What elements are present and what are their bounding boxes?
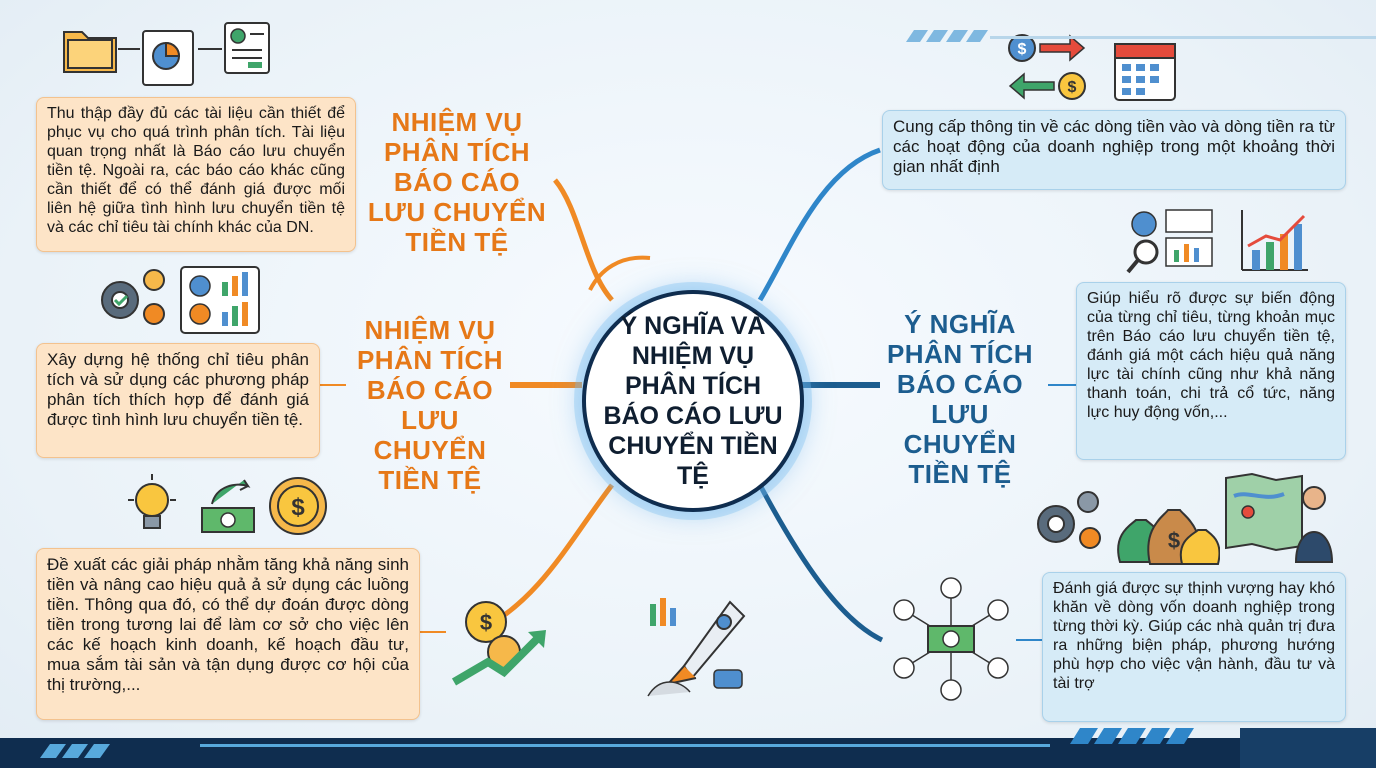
document-icon [224, 22, 270, 74]
left-mid-box: Xây dựng hệ thống chỉ tiêu phân tích và … [36, 343, 320, 458]
left-bottom-box: Đề xuất các giải pháp nhằm tăng khả năng… [36, 548, 420, 720]
left-top-label: NHIỆM VỤ PHÂN TÍCH BÁO CÁO LƯU CHUYỂN TI… [367, 107, 547, 257]
central-topic-title: Ý NGHĨA VÀ NHIỆM VỤ PHÂN TÍCH BÁO CÁO LƯ… [603, 312, 783, 490]
connector-line [118, 48, 222, 50]
presenter-map-icon [1225, 472, 1334, 563]
folder-icon [63, 31, 117, 73]
cash-flow-arrows-icon: $ $ [1008, 34, 1086, 100]
footer-right-block [1240, 728, 1376, 768]
money-transfer-icon [201, 479, 255, 533]
dashboard-icon [180, 266, 260, 334]
footer-stripes-right [1070, 728, 1194, 744]
analytics-icon [1126, 209, 1213, 274]
money-bags-icon: $ [1117, 509, 1220, 565]
right-bottom-box: Đánh giá được sự thịnh vượng hay khó khă… [1042, 572, 1346, 722]
svg-text:$: $ [1068, 79, 1077, 96]
svg-text:$: $ [480, 610, 492, 635]
svg-text:$: $ [1018, 41, 1027, 58]
footer-stripes-left [40, 744, 110, 758]
gear-icon [101, 269, 165, 325]
money-network-icon [893, 577, 1009, 701]
right-label: Ý NGHĨA PHÂN TÍCH BÁO CÁO LƯU CHUYỂN TIỀ… [886, 309, 1034, 489]
right-top-box: Cung cấp thông tin về các dòng tiền vào … [882, 110, 1346, 190]
svg-text:$: $ [1168, 528, 1180, 553]
idea-growth-icon: $ [451, 601, 546, 686]
left-mid-label: NHIỆM VỤ PHÂN TÍCH BÁO CÁO LƯU CHUYỂN TI… [356, 315, 504, 495]
calendar-icon [1114, 43, 1176, 101]
gear-icon [1037, 491, 1101, 549]
central-topic: Ý NGHĨA VÀ NHIỆM VỤ PHÂN TÍCH BÁO CÁO LƯ… [582, 290, 804, 512]
top-right-stripes [906, 30, 988, 42]
rocket-icon [647, 598, 746, 697]
left-top-box: Thu thập đầy đủ các tài liệu cần thiết đ… [36, 97, 356, 252]
footer-accent-line [200, 744, 1050, 747]
lightbulb-icon [128, 474, 176, 529]
line-chart-icon [1241, 210, 1308, 271]
pie-report-icon [142, 30, 194, 86]
right-mid-box: Giúp hiểu rõ được sự biến động của từng … [1076, 282, 1346, 460]
svg-text:$: $ [291, 494, 305, 521]
top-right-line [990, 36, 1376, 39]
coin-icon: $ [269, 477, 327, 535]
